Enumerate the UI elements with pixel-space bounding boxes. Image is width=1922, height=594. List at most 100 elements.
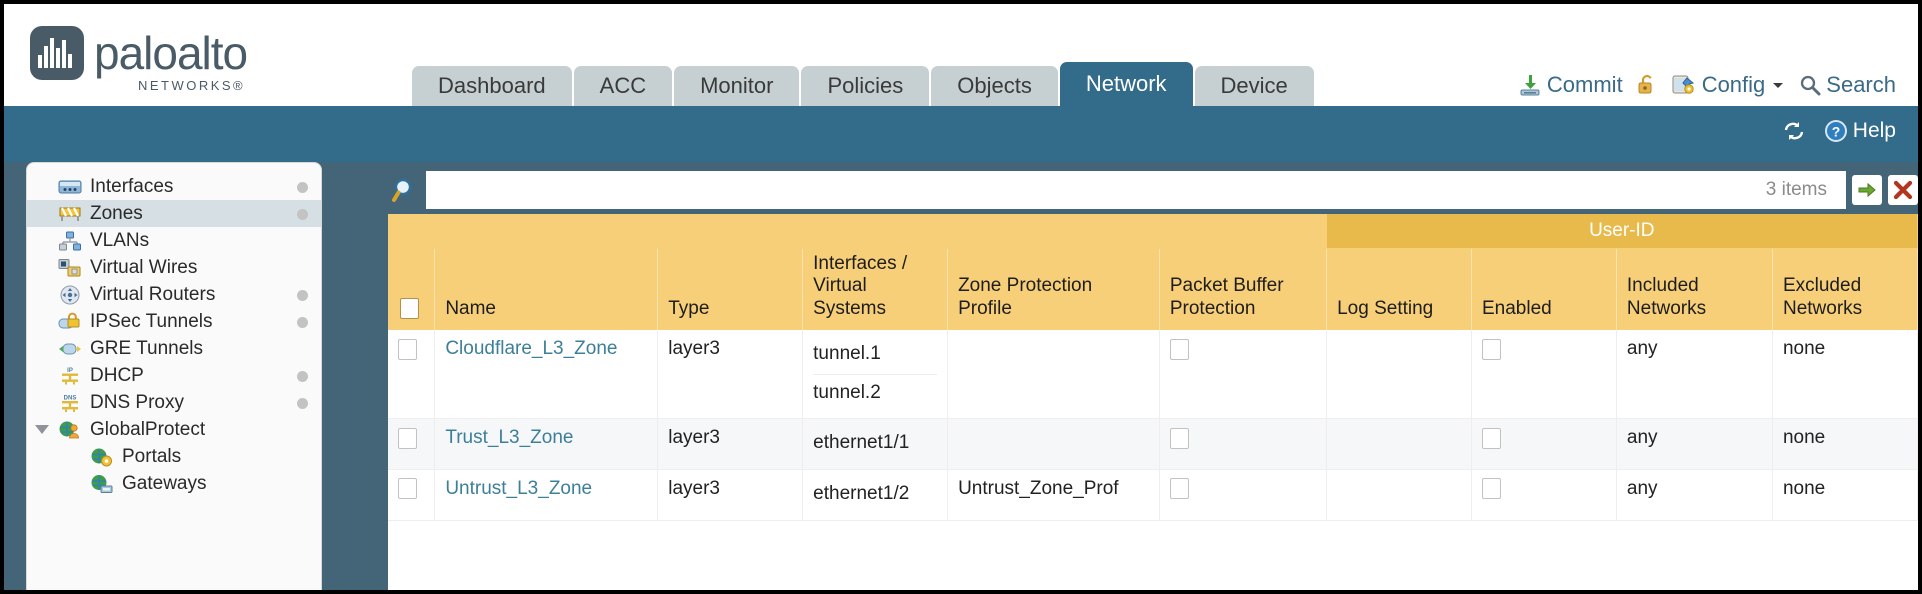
- sidebar-item-gateways[interactable]: Gateways: [27, 470, 321, 497]
- cell-excluded-networks: none: [1772, 330, 1918, 420]
- cell-excluded-networks: none: [1772, 418, 1918, 470]
- row-checkbox[interactable]: [398, 338, 417, 360]
- cell-userid-enabled: [1471, 330, 1617, 420]
- top-bar: paloalto NETWORKS® Dashboard ACC Monitor…: [4, 4, 1918, 106]
- cell-type: layer3: [657, 469, 804, 521]
- row-checkbox[interactable]: [398, 427, 417, 449]
- search-icon: [1799, 74, 1821, 96]
- sidebar-item-ipsec-tunnels[interactable]: IPSec Tunnels: [27, 308, 321, 335]
- interface-entry: ethernet1/1: [813, 432, 910, 454]
- col-type[interactable]: Type: [657, 248, 804, 331]
- sidebar-item-gre-tunnels[interactable]: GRE Tunnels: [27, 335, 321, 362]
- config-wrench-icon: [1671, 73, 1697, 97]
- col-interfaces-virtual-systems[interactable]: Interfaces / Virtual Systems: [802, 248, 949, 331]
- page-body: Interfaces Zones: [4, 162, 1918, 590]
- zones-table-wrap: User-ID Name Type Interfaces / Virtual S…: [388, 214, 1918, 590]
- cell-name: Cloudflare_L3_Zone: [434, 330, 659, 420]
- zone-name-link[interactable]: Untrust_L3_Zone: [445, 477, 593, 499]
- interface-entry: ethernet1/2: [813, 482, 910, 504]
- vlans-icon: [57, 231, 83, 251]
- sidebar-item-virtual-routers[interactable]: Virtual Routers: [27, 281, 321, 308]
- sidebar-item-zones[interactable]: Zones: [27, 200, 321, 227]
- packet-buffer-protection-checkbox[interactable]: [1169, 338, 1189, 360]
- zones-table-head: User-ID Name Type Interfaces / Virtual S…: [388, 214, 1918, 331]
- zones-table-body: Cloudflare_L3_Zone layer3 tunnel.1 tunne…: [388, 330, 1918, 521]
- content-panel: 3 items: [388, 162, 1918, 590]
- unlock-icon[interactable]: [1636, 73, 1658, 97]
- sidebar-item-label: GlobalProtect: [90, 418, 206, 440]
- row-select-cell: [388, 418, 436, 470]
- help-button[interactable]: ? Help: [1823, 118, 1896, 144]
- cell-included-networks: any: [1616, 418, 1773, 470]
- status-dot: [297, 181, 308, 193]
- row-select-cell: [388, 469, 436, 521]
- select-all-checkbox[interactable]: [400, 298, 419, 320]
- status-dot: [297, 316, 308, 328]
- expand-collapse-triangle-icon[interactable]: [35, 424, 49, 434]
- ipsec-tunnels-icon: [57, 312, 83, 332]
- tab-device[interactable]: Device: [1194, 66, 1314, 106]
- zone-name-link[interactable]: Cloudflare_L3_Zone: [445, 338, 618, 360]
- gre-tunnels-icon: [57, 339, 83, 359]
- status-dot: [297, 397, 308, 409]
- filter-search-icon[interactable]: [388, 173, 422, 207]
- refresh-icon[interactable]: [1781, 119, 1807, 143]
- config-label: Config: [1701, 72, 1766, 97]
- col-packet-buffer-protection[interactable]: Packet Buffer Protection: [1159, 248, 1328, 331]
- sidebar-item-interfaces[interactable]: Interfaces: [27, 173, 321, 200]
- sidebar-item-dhcp[interactable]: IP DHCP: [27, 362, 321, 389]
- table-row[interactable]: Trust_L3_Zone layer3 ethernet1/1: [388, 418, 1918, 470]
- sidebar-item-vlans[interactable]: VLANs: [27, 227, 321, 254]
- userid-enabled-checkbox[interactable]: [1482, 427, 1501, 449]
- packet-buffer-protection-checkbox[interactable]: [1169, 427, 1189, 449]
- tab-monitor[interactable]: Monitor: [674, 66, 800, 106]
- sidebar-item-portals[interactable]: Portals: [27, 443, 321, 470]
- userid-enabled-checkbox[interactable]: [1482, 338, 1501, 360]
- sidebar-item-label: IPSec Tunnels: [90, 310, 213, 332]
- cell-packet-buffer-protection: [1159, 469, 1328, 521]
- svg-text:IP: IP: [67, 368, 73, 374]
- zone-name-link[interactable]: Trust_L3_Zone: [445, 427, 574, 449]
- clear-filter-button[interactable]: [1888, 175, 1918, 205]
- sidebar-item-label: GRE Tunnels: [90, 337, 203, 359]
- tab-acc[interactable]: ACC: [573, 66, 673, 106]
- cell-type: layer3: [657, 330, 804, 420]
- packet-buffer-protection-checkbox[interactable]: [1169, 478, 1189, 500]
- cell-interfaces: tunnel.1 tunnel.2: [802, 330, 949, 420]
- virtual-routers-icon: [57, 285, 83, 305]
- group-header-row: User-ID: [388, 214, 1918, 250]
- tab-objects[interactable]: Objects: [931, 66, 1058, 106]
- tab-dashboard[interactable]: Dashboard: [412, 66, 572, 106]
- col-userid-enabled[interactable]: Enabled: [1471, 248, 1617, 331]
- table-row[interactable]: Cloudflare_L3_Zone layer3 tunnel.1 tunne…: [388, 330, 1918, 420]
- filter-input-wrap: 3 items: [426, 171, 1846, 209]
- col-included-networks[interactable]: Included Networks: [1616, 248, 1773, 331]
- sidebar-item-globalprotect[interactable]: GlobalProtect: [27, 416, 321, 443]
- col-excluded-networks[interactable]: Excluded Networks: [1772, 248, 1918, 331]
- brand-name: paloalto: [94, 27, 248, 79]
- col-log-setting[interactable]: Log Setting: [1326, 248, 1472, 331]
- row-select-cell: [388, 330, 436, 420]
- col-zone-protection-profile[interactable]: Zone Protection Profile: [947, 248, 1160, 331]
- userid-enabled-checkbox[interactable]: [1482, 478, 1501, 500]
- virtual-wires-icon: [57, 258, 83, 278]
- commit-icon: [1518, 73, 1542, 97]
- main-nav-tabs: Dashboard ACC Monitor Policies Objects N…: [412, 62, 1314, 106]
- search-button[interactable]: Search: [1799, 72, 1896, 98]
- cell-included-networks: any: [1616, 469, 1773, 521]
- search-input[interactable]: [437, 178, 1766, 202]
- sidebar-item-label: VLANs: [90, 229, 150, 251]
- sidebar-item-virtual-wires[interactable]: Virtual Wires: [27, 254, 321, 281]
- table-row[interactable]: Untrust_L3_Zone layer3 ethernet1/2 Untru…: [388, 469, 1918, 521]
- col-name[interactable]: Name: [434, 248, 659, 331]
- tab-policies[interactable]: Policies: [801, 66, 930, 106]
- config-dropdown[interactable]: Config: [1671, 72, 1787, 98]
- tab-network[interactable]: Network: [1059, 62, 1193, 106]
- cell-zone-protection-profile: [947, 330, 1160, 420]
- commit-button[interactable]: Commit: [1518, 72, 1623, 98]
- sidebar-item-label: Virtual Routers: [90, 283, 216, 305]
- apply-filter-button[interactable]: [1852, 175, 1882, 205]
- sidebar-item-dns-proxy[interactable]: DNS DNS Proxy: [27, 389, 321, 416]
- row-checkbox[interactable]: [398, 478, 417, 500]
